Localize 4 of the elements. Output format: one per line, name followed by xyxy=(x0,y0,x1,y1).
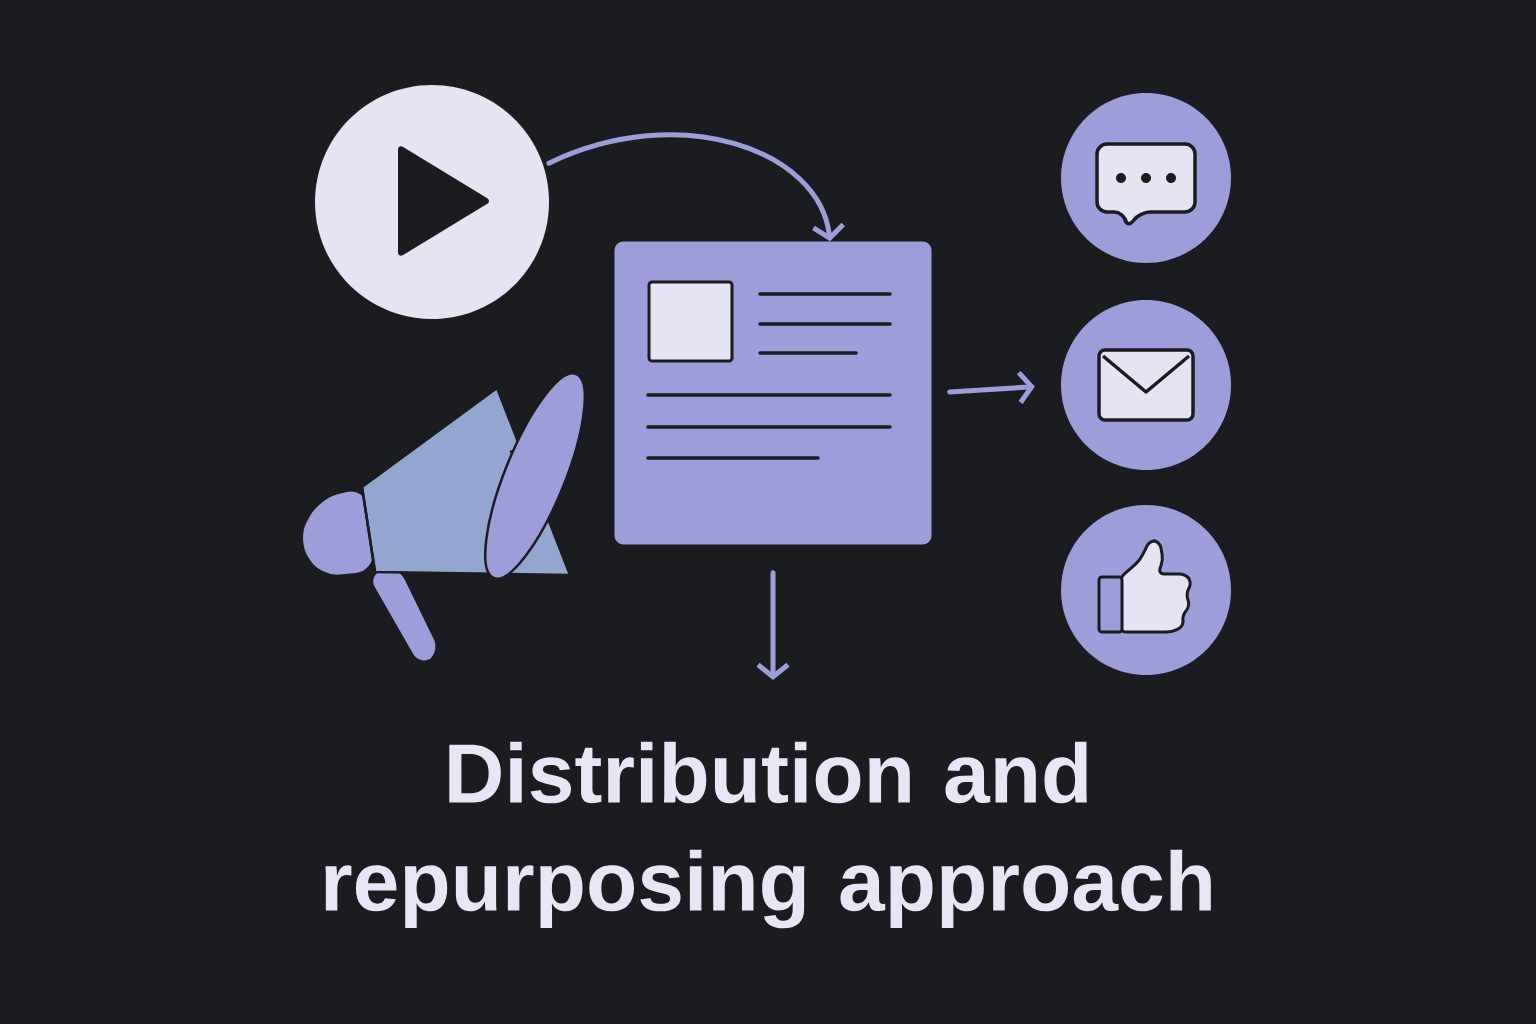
arrow xyxy=(947,370,1035,404)
arrow xyxy=(756,570,790,680)
title: Distribution and repurposing approach xyxy=(325,741,1211,929)
arrow xyxy=(546,132,846,242)
